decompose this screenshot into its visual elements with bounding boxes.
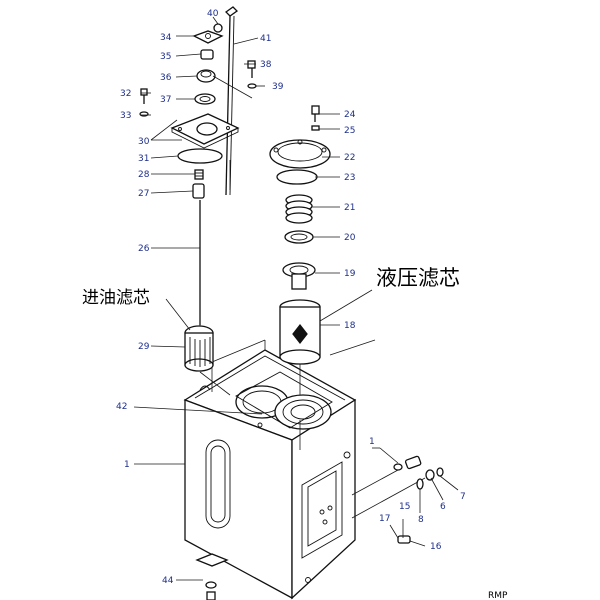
callout-28: 28: [138, 170, 150, 180]
callout-40: 40: [207, 9, 219, 19]
callout-24: 24: [344, 110, 356, 120]
callout-31: 31: [138, 154, 149, 164]
callout-36: 36: [160, 73, 172, 83]
callout-26: 26: [138, 244, 150, 254]
callout-23: 23: [344, 173, 355, 183]
callout-18: 18: [344, 321, 356, 331]
callout-17: 17: [379, 514, 390, 524]
callout-16: 16: [430, 542, 442, 552]
callout-20: 20: [344, 233, 356, 243]
callout-30: 30: [138, 137, 150, 147]
callout-1-right: 1: [369, 437, 375, 447]
callout-25: 25: [344, 126, 355, 136]
callout-37: 37: [160, 95, 171, 105]
callout-44: 44: [162, 576, 174, 586]
drain-fittings: [393, 455, 444, 544]
callout-34: 34: [160, 33, 172, 43]
callout-15: 15: [399, 502, 410, 512]
callout-27: 27: [138, 189, 149, 199]
callout-35: 35: [160, 52, 171, 62]
inlet-filter-label: 进油滤芯: [82, 288, 150, 308]
callout-29: 29: [138, 342, 150, 352]
callout-42: 42: [116, 402, 127, 412]
bolt-38-39: [247, 60, 257, 89]
corner-mark: RMP: [488, 591, 508, 600]
callout-1-left: 1: [124, 460, 130, 470]
inlet-filter-assembly: [139, 6, 240, 372]
drain-plug-44: [195, 553, 229, 600]
callout-8: 8: [418, 515, 424, 525]
callout-41: 41: [260, 34, 271, 44]
leader-lines: [133, 16, 459, 581]
callout-33: 33: [120, 111, 131, 121]
hydraulic-filter-label: 液压滤芯: [376, 266, 460, 290]
hydraulic-tank: [183, 349, 357, 600]
callout-21: 21: [344, 203, 355, 213]
callout-22: 22: [344, 153, 355, 163]
callout-19: 19: [344, 269, 356, 279]
callout-39: 39: [272, 82, 284, 92]
callout-6: 6: [440, 502, 446, 512]
hydraulic-filter-assembly: [269, 105, 331, 365]
callout-38: 38: [260, 60, 272, 70]
callout-numbers: 40 41 34 35 36 38 39 32 37 33 30 31 28 2…: [116, 9, 466, 586]
callout-32: 32: [120, 89, 131, 99]
callout-7: 7: [460, 492, 466, 502]
